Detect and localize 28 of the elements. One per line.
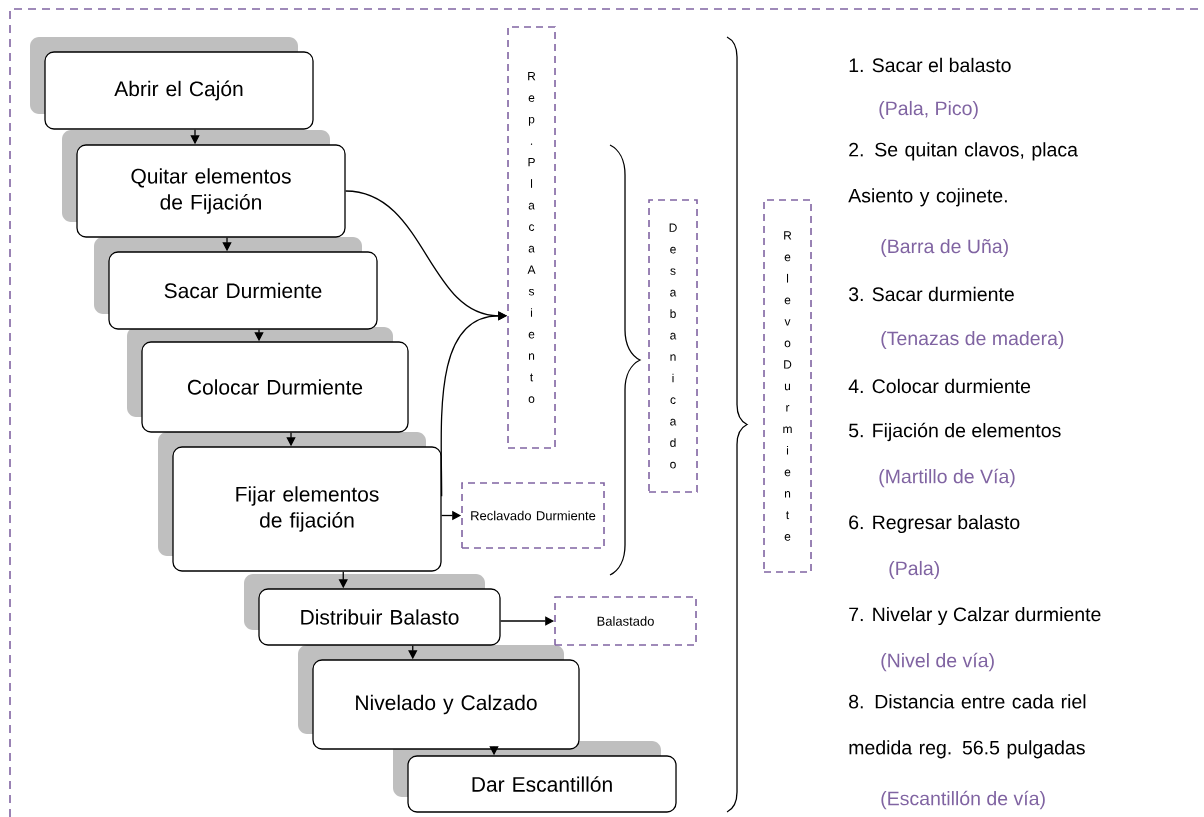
list-item: 7. Nivelar y Calzar durmiente <box>849 606 1101 626</box>
list-item: 5. Fijación de elementos <box>849 422 1061 442</box>
process-box: Nivelado y Calzado <box>312 659 580 750</box>
tool-note: (Pala, Pico) <box>879 100 978 120</box>
tool-note: (Barra de Uña) <box>881 238 1008 258</box>
process-box: Quitar elementos de Fijación <box>76 144 346 238</box>
list-item: 2. Se quitan clavos, placa Asiento y cojinete. <box>848 142 1078 207</box>
process-box: Fijar elementos de fijación <box>172 446 442 572</box>
list-item: 8. Distancia entre cada riel medida reg. 56.5 pulgadas <box>849 694 1086 759</box>
vertical-label-box: Desabanicado <box>648 199 698 493</box>
list-item: 6. Regresar balasto <box>849 514 1020 534</box>
list-item: 3. Sacar durmiente <box>848 286 1014 302</box>
tool-note: (Nivel de vía) <box>881 652 994 672</box>
vertical-label-box: Rep. Placa Asiento <box>507 26 556 449</box>
process-box: Dar Escantillón <box>407 755 677 813</box>
process-box: Abrir el Cajón <box>44 51 314 130</box>
tool-note: (Tenazas de madera) <box>881 330 1064 350</box>
process-box: Sacar Durmiente <box>108 251 378 330</box>
note-box: Reclavado Durmiente <box>461 482 605 549</box>
process-box: Colocar Durmiente <box>141 341 409 433</box>
note-box: Balastado <box>554 596 697 646</box>
tool-note: (Martillo de Vía) <box>879 468 1015 488</box>
list-item: 4. Colocar durmiente <box>848 378 1031 394</box>
vertical-label-box: Relevo Durmiente <box>763 199 812 573</box>
tool-note: (Escantillón de vía) <box>881 790 1045 810</box>
tool-note: (Pala) <box>889 560 939 580</box>
list-item: 1. Sacar el balasto <box>849 57 1011 73</box>
process-box: Distribuir Balasto <box>258 588 501 646</box>
